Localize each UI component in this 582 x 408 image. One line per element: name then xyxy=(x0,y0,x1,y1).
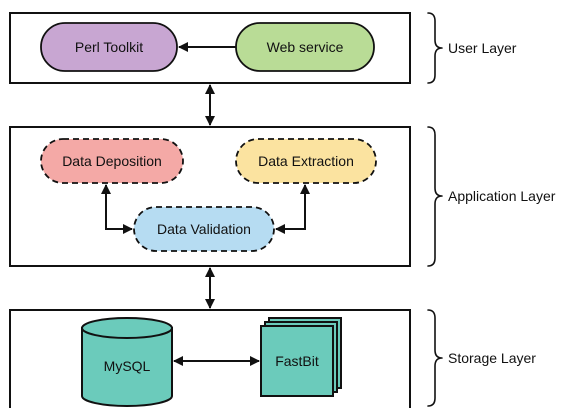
database-cylinder-icon xyxy=(81,317,173,407)
fastbit-label: FastBit xyxy=(275,353,319,369)
storage-layer-brace xyxy=(427,309,443,407)
user-layer-brace xyxy=(427,12,443,84)
web-service-label: Web service xyxy=(267,39,344,55)
data-extraction-label: Data Extraction xyxy=(258,153,354,169)
data-validation-node xyxy=(133,206,275,252)
application-layer-brace xyxy=(427,126,443,267)
extraction-validation-arrow xyxy=(275,184,310,234)
mysql-label: MySQL xyxy=(104,358,151,374)
application-layer-label: Application Layer xyxy=(448,188,556,204)
perl-toolkit-label: Perl Toolkit xyxy=(75,39,143,55)
deposition-validation-arrow xyxy=(101,184,133,234)
data-extraction-node xyxy=(235,138,377,184)
data-deposition-node xyxy=(40,138,184,184)
storage-layer-label: Storage Layer xyxy=(448,350,536,366)
stacked-documents-icon xyxy=(260,317,342,397)
data-deposition-label: Data Deposition xyxy=(62,153,162,169)
storage-layer-box xyxy=(9,309,411,408)
perl-toolkit-node xyxy=(40,22,178,72)
user-layer-label: User Layer xyxy=(448,40,517,56)
data-validation-label: Data Validation xyxy=(157,221,251,237)
